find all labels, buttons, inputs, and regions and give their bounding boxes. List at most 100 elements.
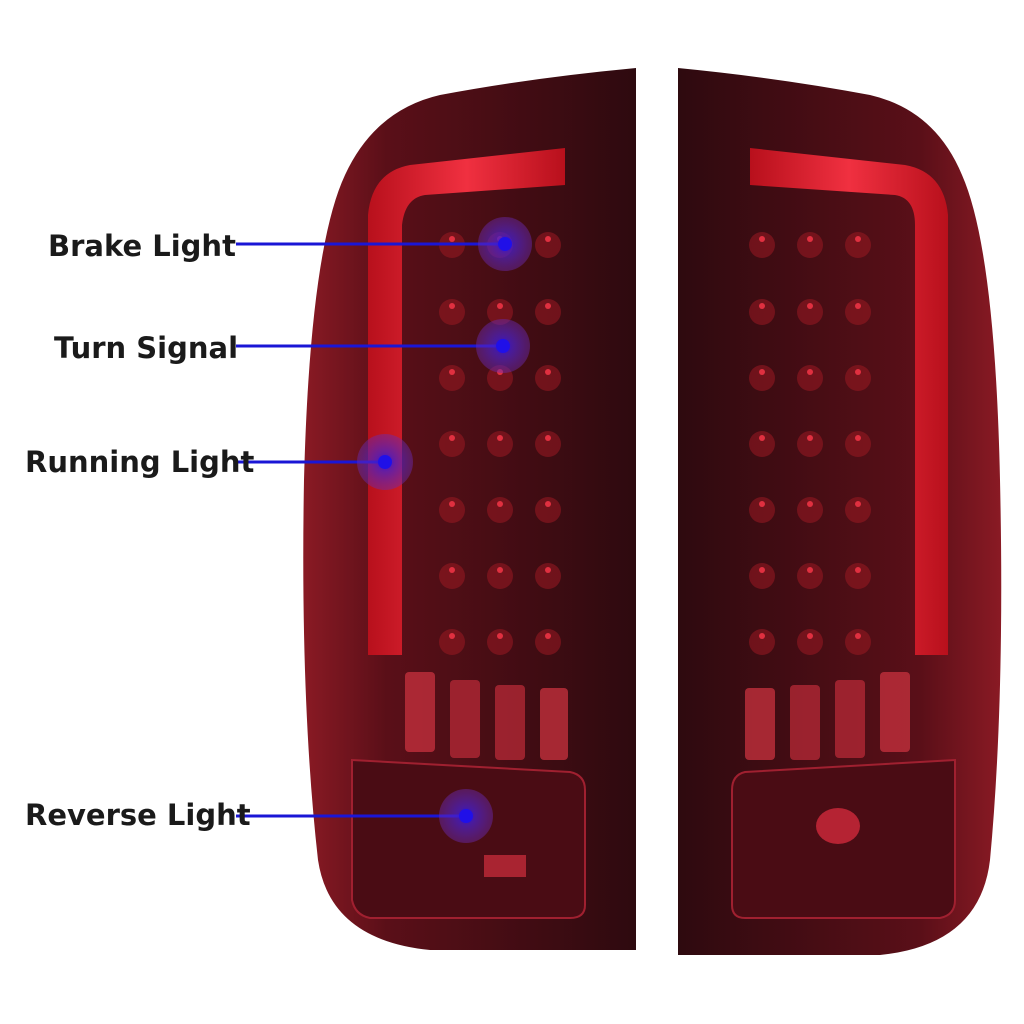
led-highlight bbox=[807, 435, 813, 441]
led bbox=[487, 563, 513, 589]
led bbox=[797, 629, 823, 655]
led-highlight bbox=[807, 236, 813, 242]
led bbox=[845, 431, 871, 457]
led bbox=[439, 299, 465, 325]
led-highlight bbox=[497, 435, 503, 441]
led-highlight bbox=[497, 303, 503, 309]
led-highlight bbox=[807, 501, 813, 507]
right-led-array bbox=[749, 232, 871, 655]
led bbox=[749, 497, 775, 523]
led bbox=[487, 497, 513, 523]
led bbox=[439, 629, 465, 655]
led-highlight bbox=[855, 236, 861, 242]
led-highlight bbox=[449, 501, 455, 507]
led bbox=[797, 365, 823, 391]
callout-label-reverse-light: Reverse Light bbox=[25, 798, 251, 832]
callout-label-running-light: Running Light bbox=[25, 445, 255, 479]
led-highlight bbox=[545, 303, 551, 309]
led-highlight bbox=[449, 303, 455, 309]
led bbox=[439, 497, 465, 523]
callout-dot bbox=[498, 237, 512, 251]
led-highlight bbox=[545, 236, 551, 242]
led bbox=[845, 365, 871, 391]
led-highlight bbox=[855, 567, 861, 573]
led bbox=[487, 299, 513, 325]
right-reflector-strips bbox=[745, 672, 910, 760]
led-highlight bbox=[807, 369, 813, 375]
led bbox=[749, 365, 775, 391]
led bbox=[535, 563, 561, 589]
led-highlight bbox=[855, 633, 861, 639]
led bbox=[535, 431, 561, 457]
led-highlight bbox=[759, 369, 765, 375]
left-led-array bbox=[439, 232, 561, 655]
led-highlight bbox=[759, 567, 765, 573]
led-highlight bbox=[449, 236, 455, 242]
callout-turn-signal bbox=[236, 319, 530, 373]
led-highlight bbox=[545, 501, 551, 507]
led bbox=[845, 629, 871, 655]
led bbox=[797, 299, 823, 325]
led bbox=[439, 563, 465, 589]
led bbox=[845, 299, 871, 325]
callout-dot bbox=[378, 455, 392, 469]
led-highlight bbox=[855, 435, 861, 441]
led bbox=[487, 431, 513, 457]
led bbox=[749, 563, 775, 589]
right-tail-light bbox=[678, 68, 1002, 955]
led-highlight bbox=[497, 633, 503, 639]
led bbox=[797, 431, 823, 457]
left-light-bar bbox=[368, 148, 565, 655]
led bbox=[797, 497, 823, 523]
led bbox=[535, 299, 561, 325]
led-highlight bbox=[449, 369, 455, 375]
led bbox=[749, 629, 775, 655]
led bbox=[845, 497, 871, 523]
led-highlight bbox=[449, 435, 455, 441]
led-highlight bbox=[545, 567, 551, 573]
led-highlight bbox=[759, 633, 765, 639]
led bbox=[535, 232, 561, 258]
led bbox=[535, 629, 561, 655]
led bbox=[749, 431, 775, 457]
callout-dot bbox=[496, 339, 510, 353]
led bbox=[797, 563, 823, 589]
led-highlight bbox=[449, 633, 455, 639]
led bbox=[749, 232, 775, 258]
led-highlight bbox=[497, 501, 503, 507]
led-highlight bbox=[807, 567, 813, 573]
led-highlight bbox=[759, 303, 765, 309]
led-highlight bbox=[855, 369, 861, 375]
led-highlight bbox=[855, 501, 861, 507]
led-highlight bbox=[759, 236, 765, 242]
led bbox=[487, 629, 513, 655]
led bbox=[797, 232, 823, 258]
left-reverse-element bbox=[484, 855, 526, 877]
led bbox=[535, 497, 561, 523]
callout-label-turn-signal: Turn Signal bbox=[54, 331, 239, 365]
callout-label-brake-light: Brake Light bbox=[48, 229, 236, 263]
led-highlight bbox=[759, 501, 765, 507]
led-highlight bbox=[807, 633, 813, 639]
led bbox=[439, 365, 465, 391]
led bbox=[535, 365, 561, 391]
callout-dot bbox=[459, 809, 473, 823]
led bbox=[439, 431, 465, 457]
led bbox=[845, 563, 871, 589]
callout-brake-light bbox=[236, 217, 532, 271]
led-highlight bbox=[545, 633, 551, 639]
led-highlight bbox=[807, 303, 813, 309]
callout-running-light bbox=[236, 434, 413, 490]
led-highlight bbox=[759, 435, 765, 441]
right-reverse-element bbox=[816, 808, 860, 844]
led-highlight bbox=[855, 303, 861, 309]
led bbox=[749, 299, 775, 325]
led bbox=[845, 232, 871, 258]
left-reflector-strips bbox=[405, 672, 568, 760]
callout-reverse-light bbox=[236, 789, 493, 843]
led-highlight bbox=[497, 567, 503, 573]
led-highlight bbox=[545, 435, 551, 441]
led-highlight bbox=[449, 567, 455, 573]
right-light-bar bbox=[750, 148, 948, 655]
